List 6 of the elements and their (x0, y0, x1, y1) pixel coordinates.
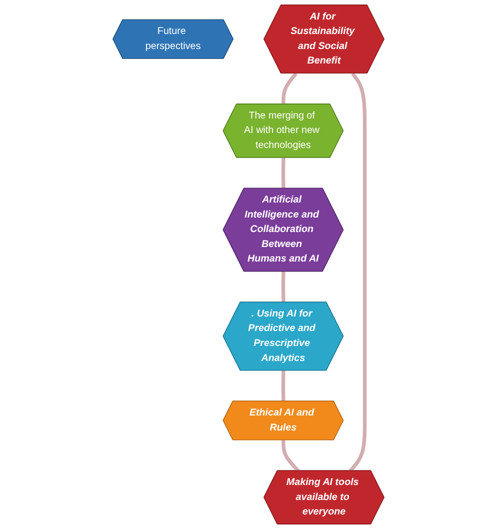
connector (348, 72, 366, 472)
connector (281, 440, 300, 472)
connector (280, 370, 285, 402)
connector (280, 158, 285, 189)
connector (280, 272, 285, 302)
connector (281, 72, 298, 104)
